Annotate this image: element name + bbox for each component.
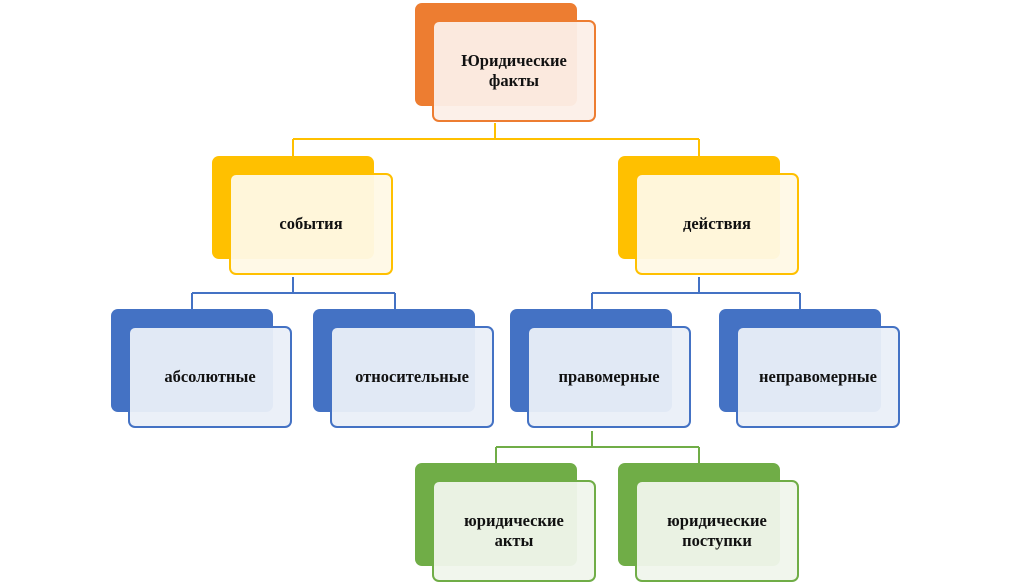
node-label: юридические акты	[464, 511, 564, 550]
connector-root	[292, 123, 700, 156]
node-label: абсолютные	[164, 367, 256, 386]
node-box: Юридические факты	[432, 20, 596, 122]
node-label: юридические поступки	[667, 511, 767, 550]
node-box: юридические акты	[432, 480, 596, 582]
node-label: неправомерные	[759, 367, 877, 386]
node-box: относительные	[330, 326, 494, 428]
node-box: действия	[635, 173, 799, 275]
node-box: события	[229, 173, 393, 275]
node-label: относительные	[355, 367, 469, 386]
node-box: правомерные	[527, 326, 691, 428]
node-label: правомерные	[558, 367, 660, 386]
connector-lawful	[495, 431, 700, 463]
node-box: юридические поступки	[635, 480, 799, 582]
node-label: действия	[683, 214, 751, 233]
connector-events	[191, 277, 396, 309]
node-label: Юридические факты	[461, 51, 567, 90]
node-box: неправомерные	[736, 326, 900, 428]
node-box: абсолютные	[128, 326, 292, 428]
connector-actions	[591, 277, 801, 309]
node-label: события	[279, 214, 343, 233]
